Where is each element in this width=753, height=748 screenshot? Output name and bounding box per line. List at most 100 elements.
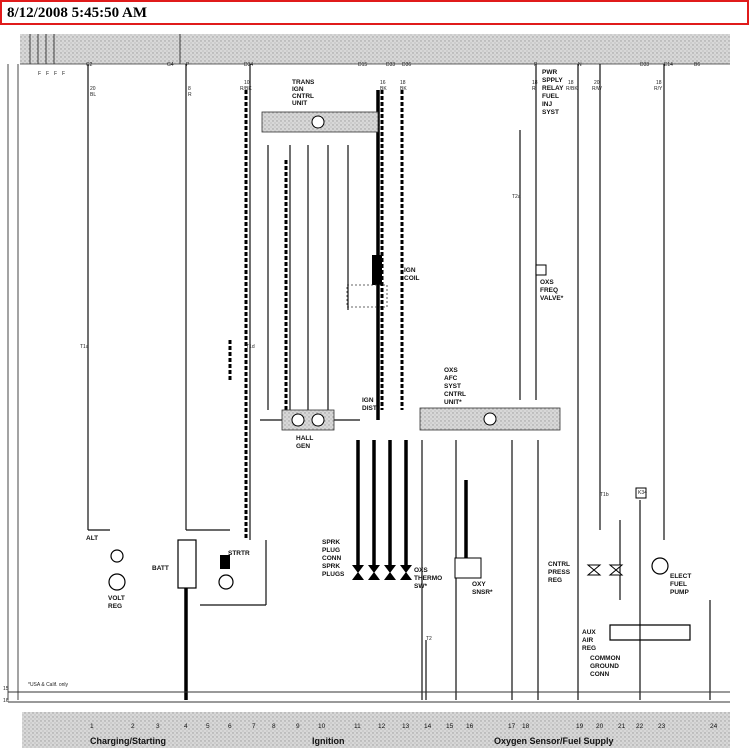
footer-num-12: 12 <box>378 723 386 730</box>
dist-label-1: IGN <box>362 397 374 404</box>
footer-num-21: 21 <box>618 723 626 730</box>
footer-num-2: 2 <box>131 723 135 730</box>
footer-strip <box>22 712 730 748</box>
thermo-label-2: THERMO <box>414 575 442 582</box>
bus-term-n: N <box>578 62 582 68</box>
trans-label-3: CNTRL <box>292 93 314 100</box>
component-boxes <box>108 111 691 641</box>
footer-section-1: Charging/Starting <box>90 736 166 746</box>
bus-term-3: F <box>54 71 57 77</box>
ground-label-3: CONN <box>590 671 609 678</box>
ignition-wires <box>184 90 468 700</box>
bus-term-4: F <box>62 71 65 77</box>
trans-label-2: IGN <box>292 86 304 93</box>
bus-term-g4: G4 <box>167 62 174 68</box>
wire-pwr3-color: R/W <box>592 86 602 92</box>
sprk-label-3: CONN <box>322 555 341 562</box>
alt-label: ALT <box>86 535 98 542</box>
spark-plug-triangles <box>352 565 412 580</box>
wire-ign-gauge: 10 <box>244 80 250 86</box>
aux-label-2: AIR <box>582 637 594 644</box>
footer-num-4: 4 <box>184 723 188 730</box>
wire-pwr1-gauge: 18 <box>532 80 538 86</box>
sensor-label-2: SNSR* <box>472 589 493 596</box>
wire-pwr4-gauge: 18 <box>656 80 662 86</box>
sprk-label-4: SPRK <box>322 563 340 570</box>
wire-pwr1-color: R <box>532 86 536 92</box>
valve-label-2: FREQ <box>540 287 558 294</box>
coil-label-2: COIL <box>404 275 420 282</box>
pump-label-2: FUEL <box>670 581 687 588</box>
conn-t2: T2 <box>426 636 432 642</box>
window-titlebar: 8/12/2008 5:45:50 AM <box>0 0 749 25</box>
ground-label-1: COMMON <box>590 655 621 662</box>
ground-label-2: GROUND <box>590 663 619 670</box>
wire-ign2-color: BK <box>400 86 407 92</box>
footer-num-15: 15 <box>446 723 454 730</box>
oxs-label-3: SYST <box>444 383 461 390</box>
footer-num-10: 10 <box>318 723 326 730</box>
footer-num-1: 1 <box>90 723 94 730</box>
footer-num-19: 19 <box>576 723 584 730</box>
wire-pwr2-color: R/BK <box>566 86 578 92</box>
footer-num-11: 11 <box>354 723 361 730</box>
oxs-label-4: CNTRL <box>444 391 466 398</box>
hall-label-1: HALL <box>296 435 313 442</box>
sprk-label-5: PLUGS <box>322 571 345 578</box>
valve-label-3: VALVE* <box>540 295 564 302</box>
wire-ign-color: R/BK <box>240 86 252 92</box>
footer-labels: Charging/Starting Ignition Oxygen Sensor… <box>90 723 718 746</box>
conn-t1b: T1b <box>600 492 609 498</box>
footer-num-6: 6 <box>228 723 232 730</box>
left-bus-lines <box>7 64 19 700</box>
conn-k34: K34 <box>638 490 647 496</box>
wire-alt-gauge: 20 <box>90 86 96 92</box>
bus-term-e14: E14 <box>664 62 673 68</box>
batt-label: BATT <box>152 565 169 572</box>
strtr-label: STRTR <box>228 550 250 557</box>
bottom-bus-lines <box>8 691 730 703</box>
trans-label-4: UNIT <box>292 100 307 107</box>
footer-num-18: 18 <box>522 723 530 730</box>
bus-term-b6: B6 <box>694 62 700 68</box>
press-label-2: PRESS <box>548 569 571 576</box>
conn-t1d: T1d <box>246 344 255 350</box>
footer-num-7: 7 <box>252 723 256 730</box>
wire-batt-color: R <box>188 92 192 98</box>
dist-label-2: DIST <box>362 405 377 412</box>
footer-num-17: 17 <box>508 723 516 730</box>
relay-label-2: SPPLY <box>542 77 563 84</box>
oxs-label-5: UNIT* <box>444 399 462 406</box>
valve-label-1: OXS <box>540 279 554 286</box>
footer-num-9: 9 <box>296 723 300 730</box>
footer-num-5: 5 <box>206 723 210 730</box>
pump-label-1: ELECT <box>670 573 691 580</box>
bus-term-c2: C2 <box>86 62 93 68</box>
relay-label-5: INJ <box>542 101 553 108</box>
bus-term-d33: D33 <box>386 62 395 68</box>
trans-label-1: TRANS <box>292 79 315 86</box>
press-label-3: REG <box>548 577 562 584</box>
wire-trans-color: BK <box>380 86 387 92</box>
top-bus: F F F F C2 G4 P D34 D15 D33 D36 P N D33 … <box>20 34 730 77</box>
thermo-label-3: SW* <box>414 583 427 590</box>
volt-label-2: REG <box>108 603 122 610</box>
bus-term-d15: D15 <box>358 62 367 68</box>
footer-section-2: Ignition <box>312 736 345 746</box>
footer-num-3: 3 <box>156 723 160 730</box>
footer-num-13: 13 <box>402 723 410 730</box>
relay-label-3: RELAY <box>542 85 564 92</box>
footer-num-14: 14 <box>424 723 432 730</box>
